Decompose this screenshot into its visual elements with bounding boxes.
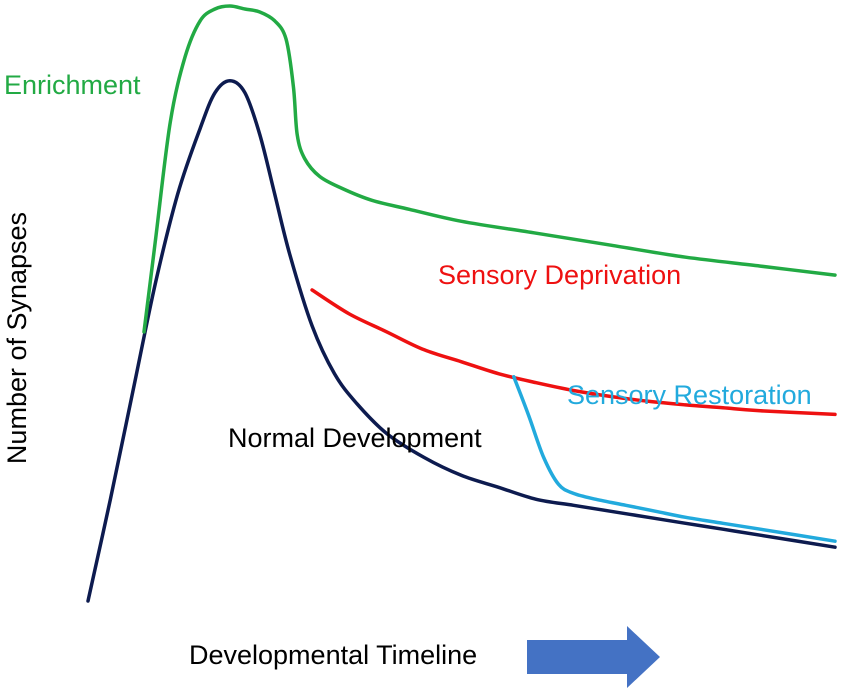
series-line-enrichment — [142, 4, 837, 334]
series-line-sensory-restoration — [512, 375, 837, 543]
series-label-normal-development: Normal Development — [228, 423, 482, 453]
chart-curves — [86, 4, 837, 603]
series-line-normal-development — [86, 78, 837, 603]
y-axis-label: Number of Synapses — [2, 212, 32, 464]
series-label-sensory-deprivation: Sensory Deprivation — [438, 260, 681, 290]
timeline-arrow-icon — [527, 626, 660, 688]
series-label-sensory-restoration: Sensory Restoration — [567, 380, 812, 410]
series-label-enrichment: Enrichment — [4, 70, 141, 100]
series-line-sensory-deprivation — [310, 288, 837, 417]
x-axis-label: Developmental Timeline — [189, 640, 477, 670]
